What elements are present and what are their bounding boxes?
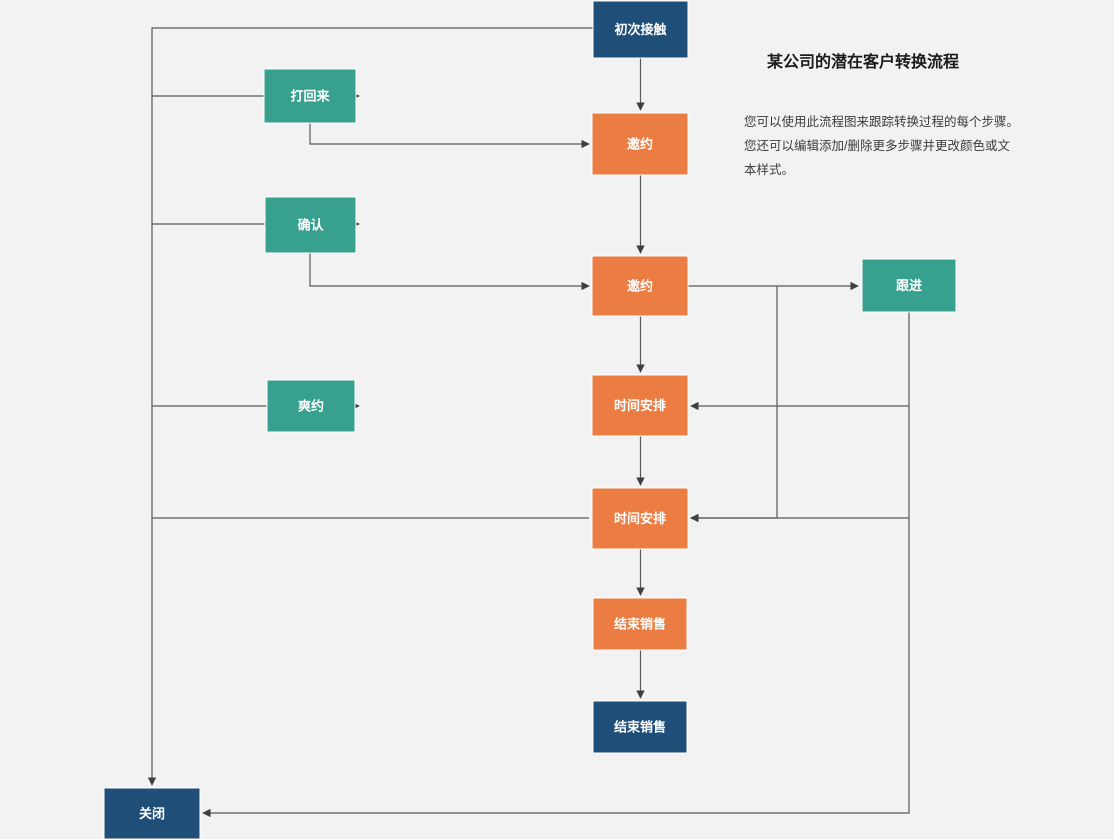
nodes-layer: 初次接触邀约打回来确认邀约跟进爽约时间安排时间安排结束销售结束销售关闭 [103,0,957,839]
node-no-show[interactable]: 爽约 [266,379,356,433]
legend-body-line-3: 本样式。 [744,162,794,177]
node-box-schedule-1[interactable] [591,374,689,437]
node-label-callback: 打回来 [290,88,330,103]
node-close-sale-2[interactable]: 结束销售 [592,700,688,754]
node-label-invite-2: 邀约 [627,278,653,293]
edge-callback-to-invite-1 [309,123,590,149]
legend-body-line-1: 您可以使用此流程图来跟踪转换过程的每个步骤。 [744,114,1019,129]
node-box-close-sale-2[interactable] [592,700,688,754]
node-label-first-contact: 初次接触 [614,22,666,37]
node-label-invite-1: 邀约 [627,136,653,151]
node-label-no-show: 爽约 [298,398,324,413]
node-box-first-contact[interactable] [592,0,689,59]
edge-confirm-to-invite-2 [309,253,590,291]
node-callback[interactable]: 打回来 [263,68,357,124]
node-label-close-sale-2: 结束销售 [614,719,666,734]
node-label-follow-up: 跟进 [896,278,922,293]
node-invite-2[interactable]: 邀约 [591,255,689,317]
node-first-contact[interactable]: 初次接触 [592,0,689,59]
node-box-schedule-2[interactable] [591,487,689,550]
legend-body-line-2: 您还可以编辑添加/删除更多步骤并更改颜色或文 [744,138,1010,153]
node-box-close-sale-1[interactable] [592,597,688,651]
legend-title: 某公司的潜在客户转换流程 [766,52,959,71]
node-box-no-show[interactable] [266,379,356,433]
node-box-follow-up[interactable] [861,258,957,313]
node-label-closed: 关闭 [139,806,165,821]
node-box-invite-2[interactable] [591,255,689,317]
node-closed[interactable]: 关闭 [103,787,201,839]
node-box-closed[interactable] [103,787,201,839]
node-label-close-sale-1: 结束销售 [614,616,666,631]
node-label-schedule-1: 时间安排 [614,398,666,413]
edge-follow-up-to-closed [202,518,910,818]
node-box-callback[interactable] [263,68,357,124]
node-follow-up[interactable]: 跟进 [861,258,957,313]
node-schedule-2[interactable]: 时间安排 [591,487,689,550]
node-box-confirm[interactable] [264,196,357,254]
node-label-confirm: 确认 [297,217,324,232]
node-label-schedule-2: 时间安排 [614,511,666,526]
legend-panel: 某公司的潜在客户转换流程 您可以使用此流程图来跟踪转换过程的每个步骤。 您还可以… [744,52,1019,177]
edge-first-contact-to-callback [151,27,593,101]
node-schedule-1[interactable]: 时间安排 [591,374,689,437]
node-confirm[interactable]: 确认 [264,196,357,254]
node-box-invite-1[interactable] [591,112,689,176]
node-invite-1[interactable]: 邀约 [591,112,689,176]
node-close-sale-1[interactable]: 结束销售 [592,597,688,651]
